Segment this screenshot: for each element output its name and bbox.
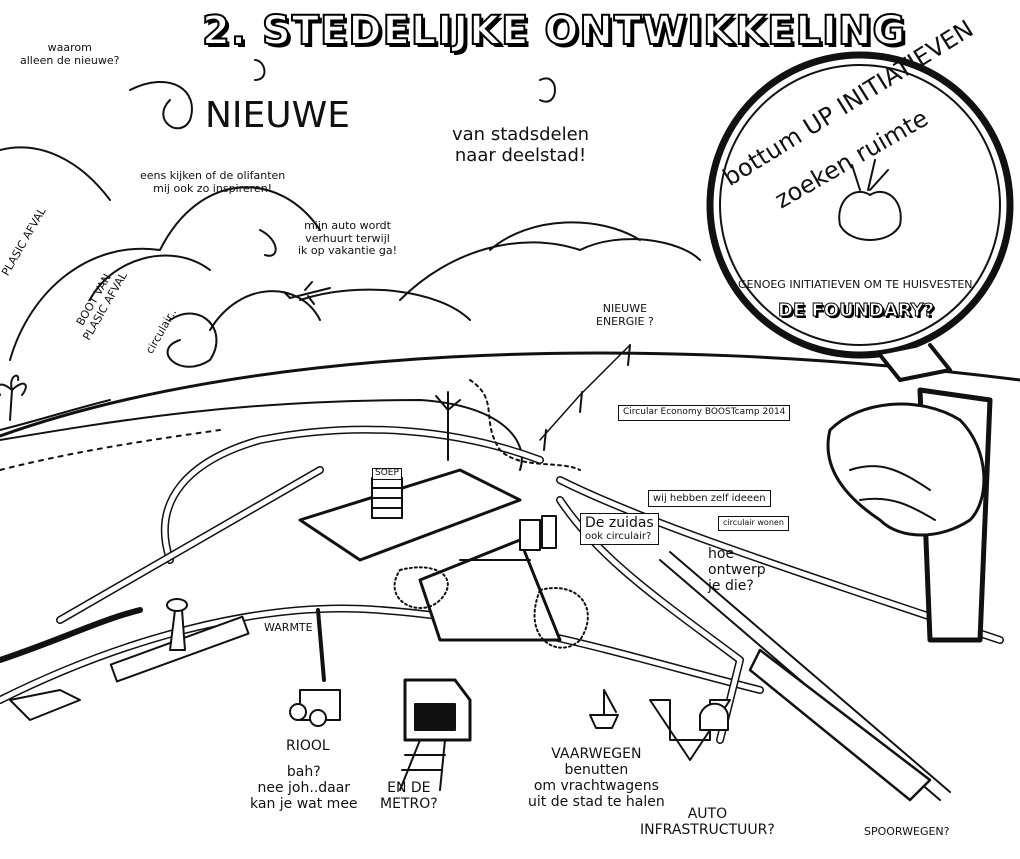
note-hoe-ontwerp: hoe ontwerp je die? — [708, 546, 766, 595]
road-south-inner — [557, 497, 743, 743]
rail-track-2 — [669, 551, 951, 793]
building-soep-lines — [371, 487, 403, 509]
coastline — [0, 399, 523, 471]
boat-icon — [589, 689, 619, 729]
page-title: 2. STEDELIJKE ONTWIKKELING — [201, 7, 907, 55]
green-patch — [533, 587, 589, 649]
cloud — [9, 186, 321, 361]
cloud — [0, 146, 111, 201]
swirl — [166, 312, 218, 368]
note-olifanten: eens kijken of de olifanten mij ook zo i… — [140, 169, 286, 195]
magnifier-neck — [878, 343, 952, 382]
train — [748, 648, 932, 802]
car-icon — [699, 702, 729, 731]
sign-wij-hebben: wij hebben zelf ideeen — [648, 490, 771, 507]
control-tower — [169, 609, 186, 651]
cloud — [399, 238, 701, 301]
river — [469, 379, 581, 471]
road-west — [0, 607, 143, 663]
note-bah: bah? nee joh..daar kan je wat mee — [250, 764, 358, 813]
building-zuidas — [519, 519, 541, 551]
sign-zuidas: De zuidas ook circulair? — [580, 513, 659, 546]
pipe-end — [289, 703, 307, 721]
metro-opening — [414, 703, 456, 731]
horizon-line — [0, 351, 1020, 438]
building-zuidas-2 — [541, 515, 557, 549]
cloud — [0, 399, 111, 431]
label-riool: RIOOL — [286, 738, 330, 754]
note-auto-infra: AUTO INFRASTRUCTUUR? — [640, 806, 775, 839]
sign-circulair-wonen: circulair wonen — [718, 516, 789, 531]
block-soep — [298, 468, 522, 562]
note-metro: EN DE METRO? — [380, 780, 438, 813]
heading-nieuwe: NIEUWE — [205, 95, 350, 136]
vegetables-icon — [838, 159, 902, 241]
road-main — [0, 604, 764, 704]
power-pylon — [543, 344, 631, 451]
magnifier-foundary: DE FOUNDARY? — [777, 300, 935, 322]
note-auto-verhuurt: mijn auto wordt verhuurt terwijl ik op v… — [298, 219, 398, 258]
label-warmte: WARMTE — [264, 621, 313, 634]
road-east-inner — [557, 477, 1003, 643]
green-patch — [393, 566, 449, 610]
sign-soep: SOEP — [372, 468, 402, 480]
block-center — [418, 538, 562, 642]
cloud — [89, 254, 211, 301]
sign-circular-economy: Circular Economy BOOSTcamp 2014 — [618, 405, 791, 421]
road-diagonal-inner — [57, 467, 323, 623]
coast-dunes — [0, 429, 221, 471]
palm-tree-icon — [0, 374, 27, 421]
road-ring-inner — [162, 427, 543, 563]
note-nieuwe-energie: NIEUWE ENERGIE ? — [596, 302, 654, 328]
power-line — [539, 344, 631, 441]
pipe-end — [309, 709, 327, 727]
hand — [826, 402, 986, 537]
cloud — [489, 221, 641, 251]
cloud — [299, 288, 471, 321]
wind-turbine — [435, 391, 461, 461]
metro-tracks — [399, 739, 446, 791]
zuidas-subtitle: ook circulair? — [585, 531, 652, 543]
swirl — [539, 77, 556, 103]
magnifier-genoeg: GENOEG INITIATIEVEN OM TE HUISVESTEN — [738, 278, 973, 291]
swirl — [259, 229, 277, 257]
zuidas-title: De zuidas — [585, 515, 654, 531]
note-stadsdelen: van stadsdelen naar deelstad! — [452, 124, 590, 166]
arrow-left — [9, 689, 81, 721]
question-why-new: waarom alleen de nieuwe? — [20, 41, 120, 67]
swirl — [254, 59, 266, 81]
magnifier-lens-inner — [719, 64, 1001, 346]
chimney — [316, 608, 326, 682]
plane-icon — [283, 281, 331, 305]
cloud — [209, 290, 321, 331]
swirl — [129, 80, 193, 130]
control-tower-top — [166, 598, 188, 612]
hand-finger — [849, 465, 936, 521]
note-vaarwegen: VAARWEGEN benutten om vrachtwagens uit d… — [528, 746, 665, 811]
note-spoorwegen: SPOORWEGEN? — [864, 825, 950, 838]
road-main-inner — [0, 605, 763, 703]
